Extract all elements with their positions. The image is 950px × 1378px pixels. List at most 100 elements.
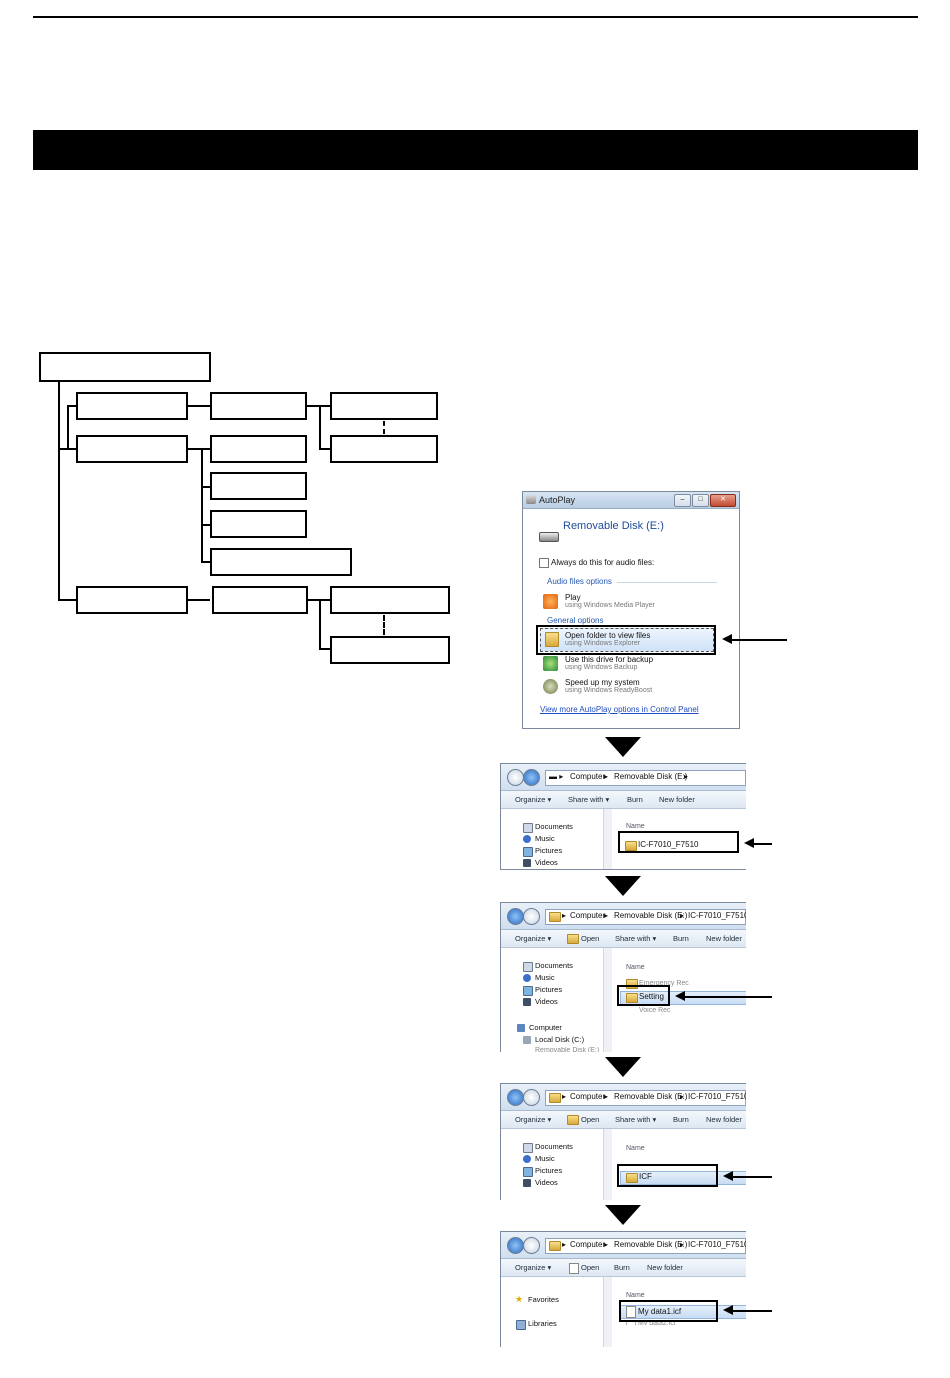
- nav-documents[interactable]: Documents: [535, 822, 573, 831]
- back-button[interactable]: [507, 1089, 524, 1106]
- back-button[interactable]: [507, 1237, 524, 1254]
- speed-option[interactable]: Speed up my system: [565, 678, 640, 687]
- autoplay-window: AutoPlay – □ ✕ Removable Disk (E:) Alway…: [522, 491, 740, 729]
- crumb-computer[interactable]: Computer: [570, 911, 606, 920]
- crumb-removable-disk[interactable]: Removable Disk (E:): [614, 1240, 688, 1249]
- column-name[interactable]: Name: [626, 1145, 645, 1152]
- burn-button[interactable]: Burn: [627, 795, 643, 804]
- control-panel-link[interactable]: View more AutoPlay options in Control Pa…: [540, 705, 699, 714]
- forward-button[interactable]: [523, 1089, 540, 1106]
- nav-pictures[interactable]: Pictures: [535, 1166, 563, 1175]
- nav-computer[interactable]: Computer: [529, 1023, 562, 1032]
- folder-icon: [626, 993, 638, 1003]
- nav-removable-disk[interactable]: Removable Disk (E:): [535, 1047, 600, 1052]
- section-divider: [617, 582, 717, 583]
- minimize-button[interactable]: –: [674, 494, 691, 507]
- crumb-removable-disk[interactable]: Removable Disk (E:): [614, 772, 688, 781]
- autoplay-titlebar: AutoPlay – □ ✕: [523, 492, 739, 509]
- crumb-ic-f7010[interactable]: IC-F7010_F7510: [688, 1092, 746, 1101]
- forward-button[interactable]: [523, 908, 540, 925]
- open-button[interactable]: Open: [581, 934, 600, 943]
- open-button[interactable]: Open: [581, 1115, 600, 1124]
- new-folder-button[interactable]: New folder: [706, 1115, 742, 1124]
- column-name[interactable]: Name: [626, 1292, 645, 1299]
- nav-scrollbar[interactable]: [603, 1129, 612, 1200]
- column-name[interactable]: Name: [626, 964, 645, 971]
- play-option[interactable]: Play: [565, 593, 581, 602]
- tree-connector: [319, 405, 321, 450]
- nav-videos[interactable]: Videos: [535, 858, 558, 867]
- backup-icon: [543, 656, 558, 671]
- nav-music[interactable]: Music: [535, 973, 555, 982]
- folder-voice-rec[interactable]: Voice Rec: [639, 1007, 671, 1012]
- column-name[interactable]: Name: [626, 823, 645, 830]
- nav-pictures[interactable]: Pictures: [535, 985, 563, 994]
- back-button[interactable]: [507, 769, 524, 786]
- crumb-computer[interactable]: Computer: [570, 772, 606, 781]
- address-bar[interactable]: ▸ Computer ▸ Removable Disk (E:) ▸ IC-F7…: [545, 1090, 746, 1106]
- tree-ellipsis-dash: [383, 615, 385, 635]
- tree-connector: [319, 648, 331, 650]
- share-with-menu[interactable]: Share with ▾: [568, 795, 610, 804]
- libraries-icon: [516, 1320, 526, 1330]
- top-rule: [33, 16, 918, 18]
- folder-icf[interactable]: ICF: [639, 1172, 652, 1181]
- address-bar[interactable]: ▸ Computer ▸ Removable Disk (E:) ▸ IC-F7…: [545, 1238, 746, 1254]
- nav-videos[interactable]: Videos: [535, 1178, 558, 1187]
- nav-libraries[interactable]: Libraries: [528, 1319, 557, 1328]
- burn-button[interactable]: Burn: [673, 1115, 689, 1124]
- new-folder-button[interactable]: New folder: [706, 934, 742, 943]
- crumb-computer[interactable]: Computer: [570, 1092, 606, 1101]
- nav-scrollbar[interactable]: [603, 948, 612, 1052]
- open-folder-option[interactable]: [540, 628, 714, 652]
- crumb-ic-f7010[interactable]: IC-F7010_F7510: [688, 1240, 746, 1249]
- forward-button[interactable]: [523, 1237, 540, 1254]
- file-my-data2[interactable]: My data2.icf: [638, 1320, 676, 1325]
- crumb-computer[interactable]: Computer: [570, 1240, 606, 1249]
- nav-music[interactable]: Music: [535, 834, 555, 843]
- nav-local-disk[interactable]: Local Disk (C:): [535, 1035, 585, 1044]
- selected-row[interactable]: [620, 1171, 746, 1185]
- folder-ic-f7010[interactable]: IC-F7010_F7510: [638, 840, 699, 849]
- new-folder-button[interactable]: New folder: [647, 1263, 683, 1272]
- share-with-menu[interactable]: Share with ▾: [615, 934, 657, 943]
- nav-scrollbar[interactable]: [603, 809, 612, 869]
- new-folder-button[interactable]: New folder: [659, 795, 695, 804]
- organize-menu[interactable]: Organize ▾: [515, 795, 552, 804]
- crumb-removable-disk[interactable]: Removable Disk (E:): [614, 1092, 688, 1101]
- address-bar[interactable]: ▸ Computer ▸ Removable Disk (E:) ▸ IC-F7…: [545, 909, 746, 925]
- pointer-arrowhead: [675, 991, 685, 1001]
- share-with-menu[interactable]: Share with ▾: [615, 1115, 657, 1124]
- burn-button[interactable]: Burn: [673, 934, 689, 943]
- documents-icon: [523, 1143, 533, 1153]
- folder-icon: [626, 979, 638, 989]
- address-bar[interactable]: ▬ ▸ Computer ▸ Removable Disk (E:) ▸: [545, 770, 746, 786]
- nav-pictures[interactable]: Pictures: [535, 846, 563, 855]
- crumb-removable-disk[interactable]: Removable Disk (E:): [614, 911, 688, 920]
- nav-documents[interactable]: Documents: [535, 961, 573, 970]
- nav-videos[interactable]: Videos: [535, 997, 558, 1006]
- folder-emergency-rec[interactable]: Emergency Rec: [639, 980, 689, 987]
- music-icon: [523, 974, 531, 982]
- nav-scrollbar[interactable]: [603, 1277, 612, 1347]
- organize-menu[interactable]: Organize ▾: [515, 1263, 552, 1272]
- nav-favorites[interactable]: Favorites: [528, 1295, 559, 1304]
- backup-option[interactable]: Use this drive for backup: [565, 655, 654, 664]
- organize-menu[interactable]: Organize ▾: [515, 934, 552, 943]
- burn-button[interactable]: Burn: [614, 1263, 630, 1272]
- maximize-button[interactable]: □: [692, 494, 709, 507]
- tree-connector: [188, 599, 210, 601]
- back-button[interactable]: [507, 908, 524, 925]
- open-button[interactable]: Open: [581, 1263, 600, 1272]
- forward-button[interactable]: [523, 769, 540, 786]
- always-do-checkbox[interactable]: [539, 558, 549, 568]
- folder-setting[interactable]: Setting: [639, 992, 664, 1001]
- close-button[interactable]: ✕: [710, 494, 736, 507]
- nav-music[interactable]: Music: [535, 1154, 555, 1163]
- audio-section-heading: Audio files options: [547, 577, 612, 586]
- nav-documents[interactable]: Documents: [535, 1142, 573, 1151]
- tree-box-level2-f: [212, 586, 308, 614]
- file-my-data1[interactable]: My data1.icf: [638, 1307, 682, 1316]
- crumb-ic-f7010[interactable]: IC-F7010_F7510: [688, 911, 746, 920]
- organize-menu[interactable]: Organize ▾: [515, 1115, 552, 1124]
